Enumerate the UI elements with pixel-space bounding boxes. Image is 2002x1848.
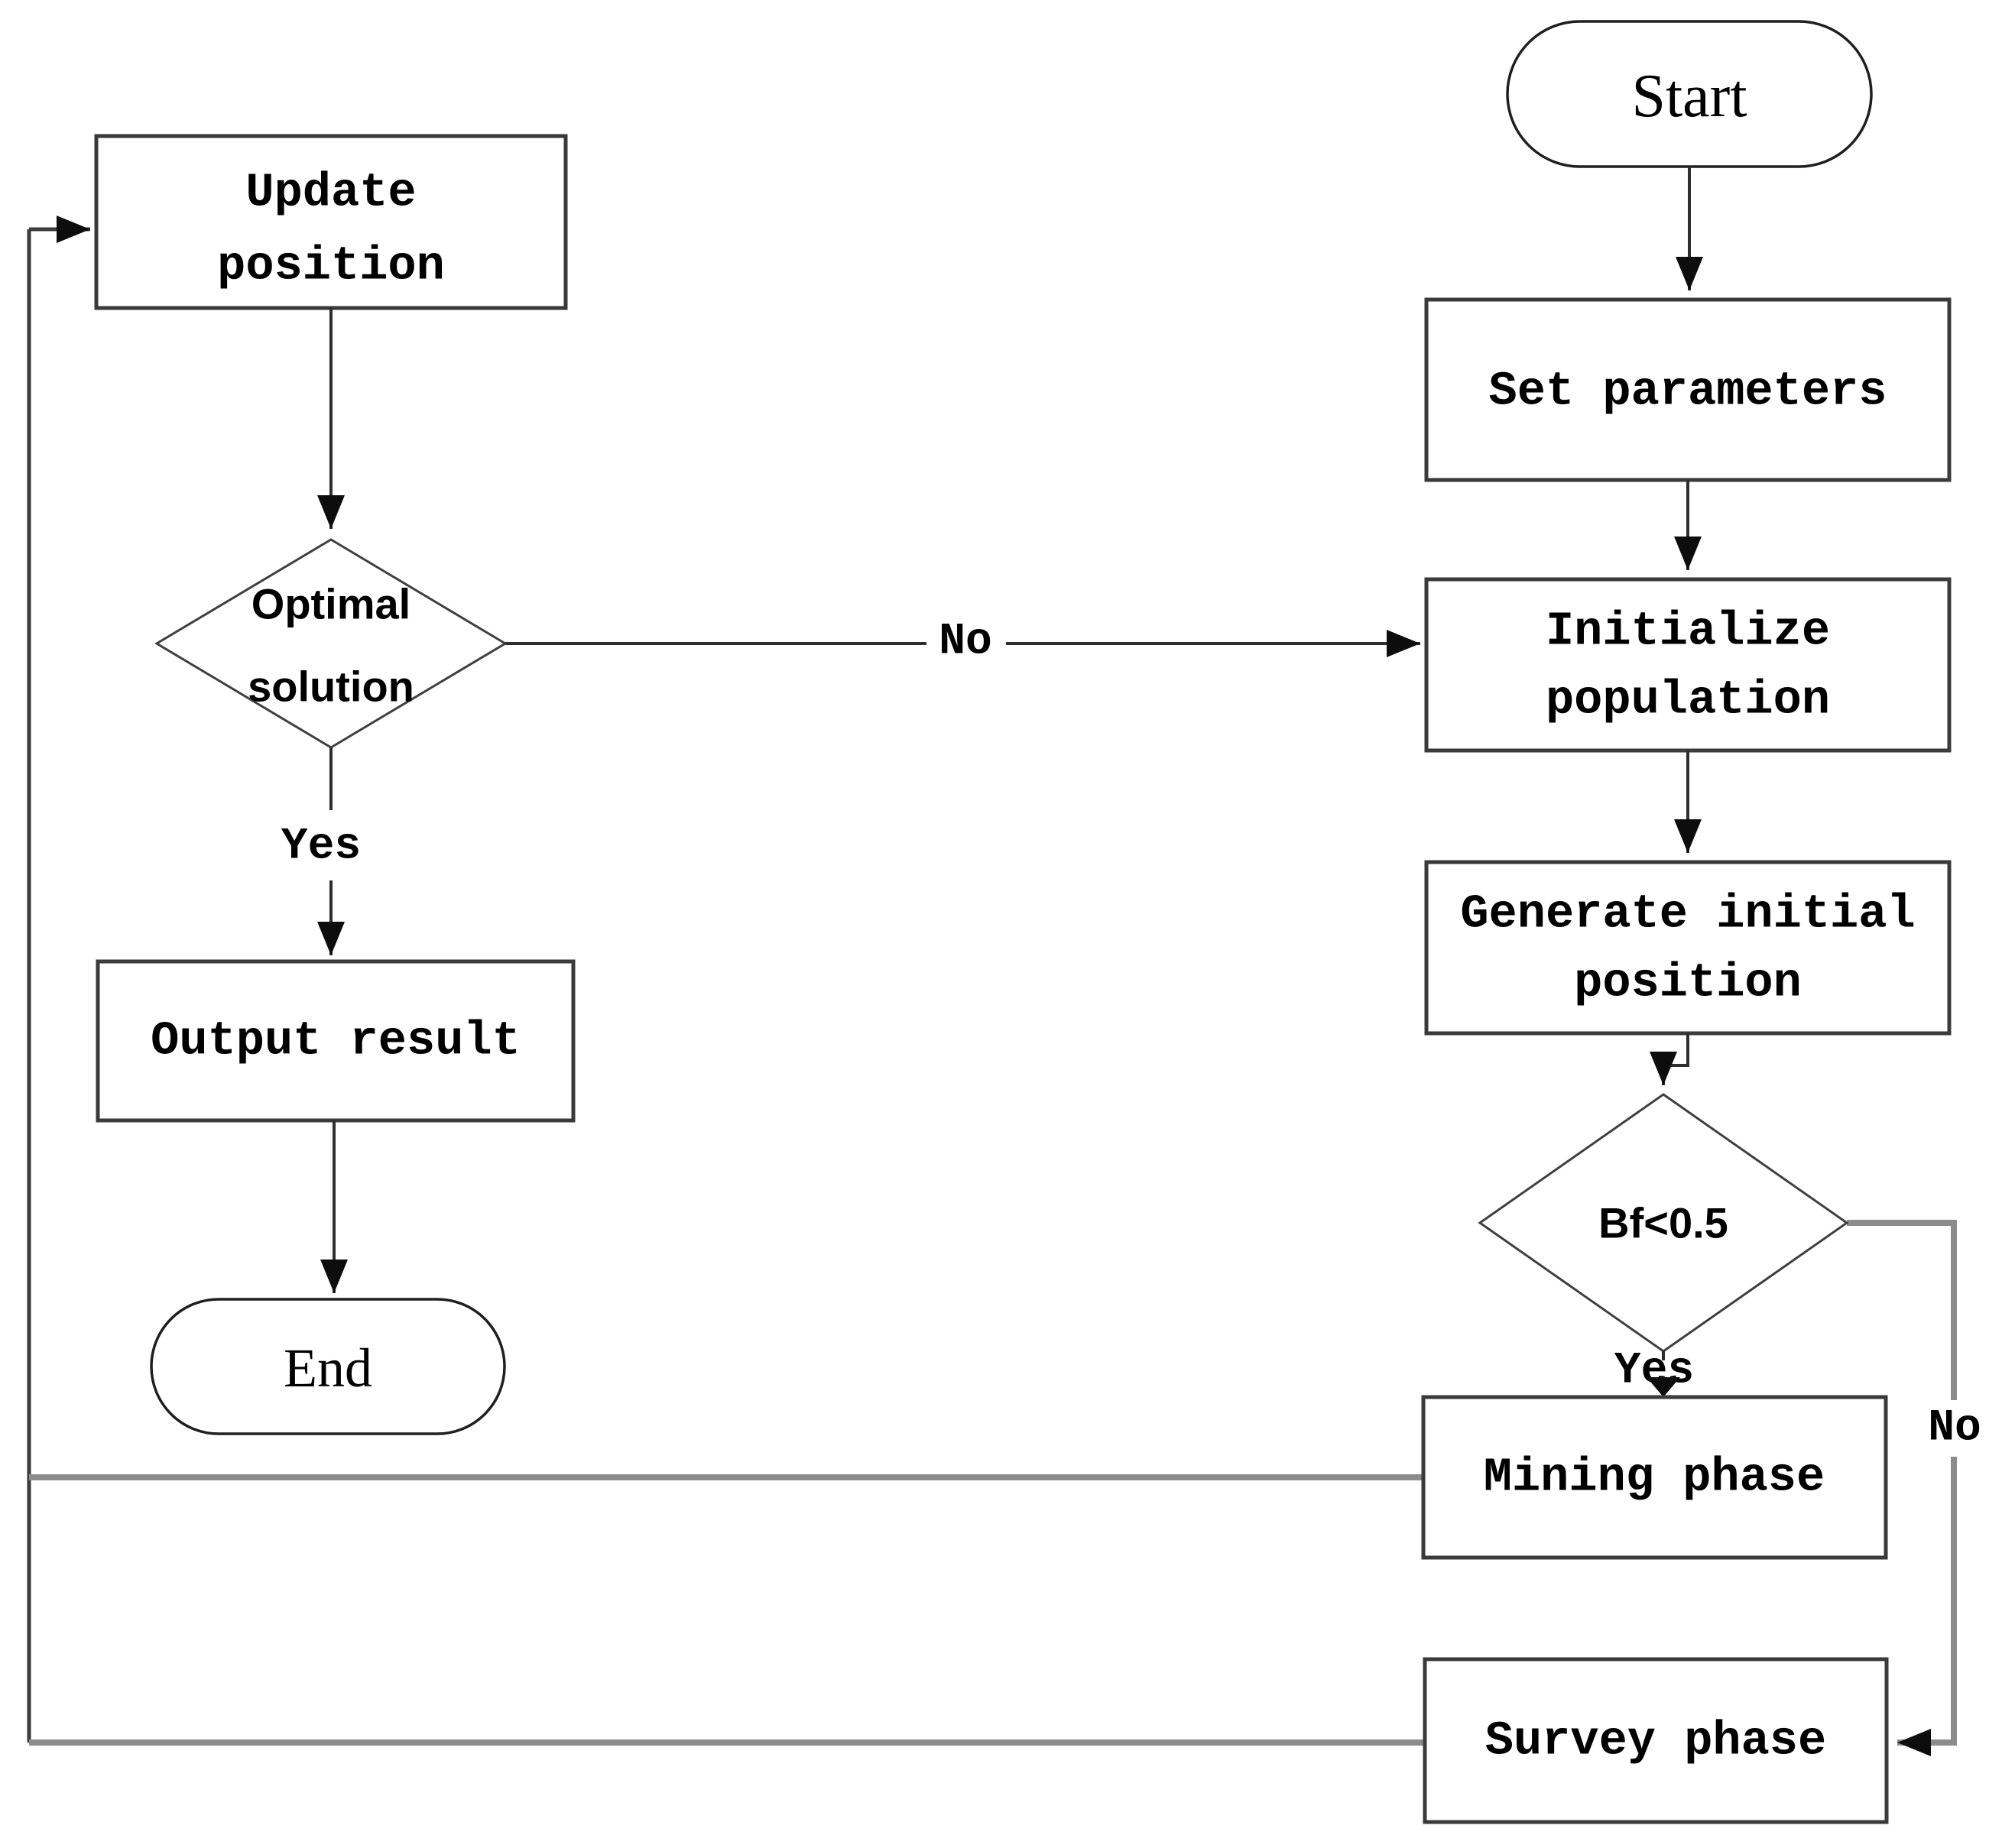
bf-yes-label: Yes <box>1614 1347 1694 1396</box>
bf-decision-label: Bf<0.5 <box>1598 1199 1728 1247</box>
survey-phase-label: Survey phase <box>1485 1714 1826 1769</box>
optimal-decision-diamond <box>154 538 508 749</box>
initialize-population-label-line2: population <box>1546 673 1830 728</box>
generate-initial-position-box <box>1424 860 1952 1036</box>
end-label: End <box>284 1337 372 1399</box>
output-result-label: Output result <box>151 1014 521 1068</box>
end-node <box>150 1298 506 1435</box>
initialize-population-label-line1: Initialize <box>1546 605 1830 659</box>
optimal-decision-label-line1: Optimal <box>251 580 410 628</box>
start-label: Start <box>1631 63 1747 130</box>
bf-yes-arrowhead <box>1647 1377 1680 1397</box>
update-position-box <box>94 134 568 310</box>
generate-initial-position-label-line2: position <box>1574 956 1802 1010</box>
mining-phase-box <box>1421 1395 1888 1560</box>
update-position-label-line2: position <box>217 239 445 293</box>
output-result-box <box>96 959 576 1123</box>
edge-generate-to-bf-decision <box>1650 1033 1689 1085</box>
mining-phase-label: Mining phase <box>1484 1451 1825 1505</box>
update-position-label-line1: Update <box>245 166 416 220</box>
optimal-no-label: No <box>939 618 992 667</box>
set-parameters-box <box>1424 297 1952 482</box>
optimal-decision-label-line2: solution <box>248 663 414 711</box>
set-parameters-label: Set parameters <box>1489 365 1887 419</box>
survey-phase-box <box>1423 1657 1889 1824</box>
bf-no-label: No <box>1928 1404 1981 1454</box>
optimal-yes-label: Yes <box>281 822 361 872</box>
generate-initial-position-label-line1: Generate initial <box>1460 887 1915 942</box>
